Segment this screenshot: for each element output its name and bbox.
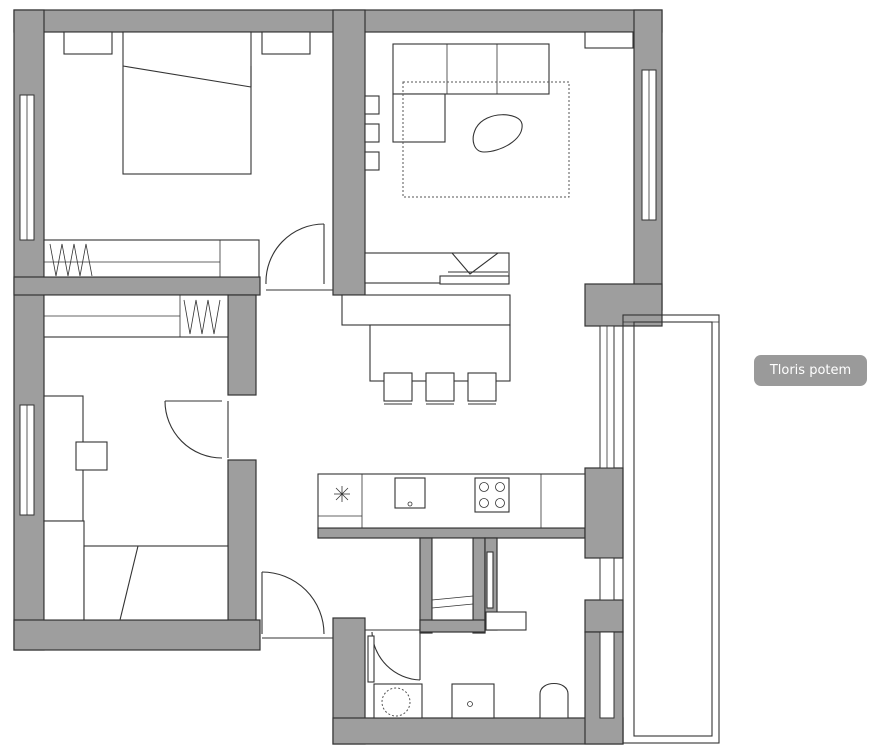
wall-bath-bottom: [332, 717, 624, 745]
coffee-table: [472, 114, 523, 153]
door-bathroom: [371, 631, 421, 681]
windows: [19, 69, 657, 719]
burner-icon: [495, 498, 505, 508]
window-wc: [599, 557, 615, 601]
wall-wc-left: [419, 537, 433, 634]
tv: [439, 275, 510, 285]
walls: [13, 9, 663, 745]
washer-drum: [381, 687, 411, 717]
nightstand-right: [261, 31, 311, 55]
wall-wc-right: [472, 537, 486, 634]
towel-rail: [367, 635, 375, 683]
bath-sink: [451, 683, 495, 719]
wc-rail: [486, 551, 494, 609]
washer: [373, 683, 423, 719]
doors: [164, 223, 421, 681]
living-room: [364, 31, 634, 285]
bar-stool-1: [383, 372, 413, 402]
floor-plan-action-button[interactable]: Tloris potem: [754, 355, 867, 386]
shelf-1: [364, 95, 380, 115]
balcony: [622, 314, 720, 744]
dining-area: [341, 294, 511, 405]
bar-stool-3: [467, 372, 497, 402]
shelf-2: [364, 123, 380, 143]
dining-table: [369, 324, 511, 382]
wc-storage: [431, 537, 527, 631]
balcony-outline: [622, 314, 720, 744]
sofa-chaise: [392, 93, 446, 143]
kitchen: [317, 473, 586, 529]
burner-icon: [479, 498, 489, 508]
wall-bed1-living: [332, 9, 366, 296]
single-bed: [83, 545, 229, 621]
balcony-inner: [633, 321, 713, 737]
shelf-3: [364, 151, 380, 171]
wall-wc-bottom: [419, 619, 486, 633]
fan-icon: [334, 486, 350, 502]
toilet: [539, 682, 569, 719]
burner-icon: [479, 482, 489, 492]
nightstand-left: [63, 31, 113, 55]
wall-right-low: [584, 599, 624, 633]
kitchen-counter: [317, 473, 586, 529]
wall-bed2-right-upper: [227, 294, 257, 396]
bedroom-1: [43, 31, 311, 278]
rug: [402, 81, 570, 198]
door-bedroom1: [265, 223, 325, 285]
bedside-shelf: [43, 520, 85, 621]
bathroom: [367, 635, 569, 719]
wall-bed2-right-lower: [227, 459, 257, 641]
wardrobe-bedroom1: [43, 239, 260, 278]
kitchen-island: [341, 294, 511, 326]
wall-right-mid: [584, 467, 624, 559]
window-bath: [599, 631, 615, 719]
wall-bed1-bed2: [13, 276, 261, 296]
burner-icon: [495, 482, 505, 492]
sink: [394, 477, 426, 509]
door-entrance: [261, 571, 325, 635]
desk-chair: [75, 441, 108, 471]
cooktop: [474, 477, 510, 513]
door-bedroom2: [164, 400, 223, 459]
bar-stool-2: [425, 372, 455, 402]
wall-kitchen-bottom: [317, 527, 586, 539]
side-cabinet: [584, 31, 634, 49]
wc-shelf: [485, 611, 527, 631]
double-bed: [122, 31, 252, 175]
wall-bottom-left: [13, 619, 261, 651]
bedroom-2: [43, 294, 229, 621]
sofa: [392, 43, 550, 95]
